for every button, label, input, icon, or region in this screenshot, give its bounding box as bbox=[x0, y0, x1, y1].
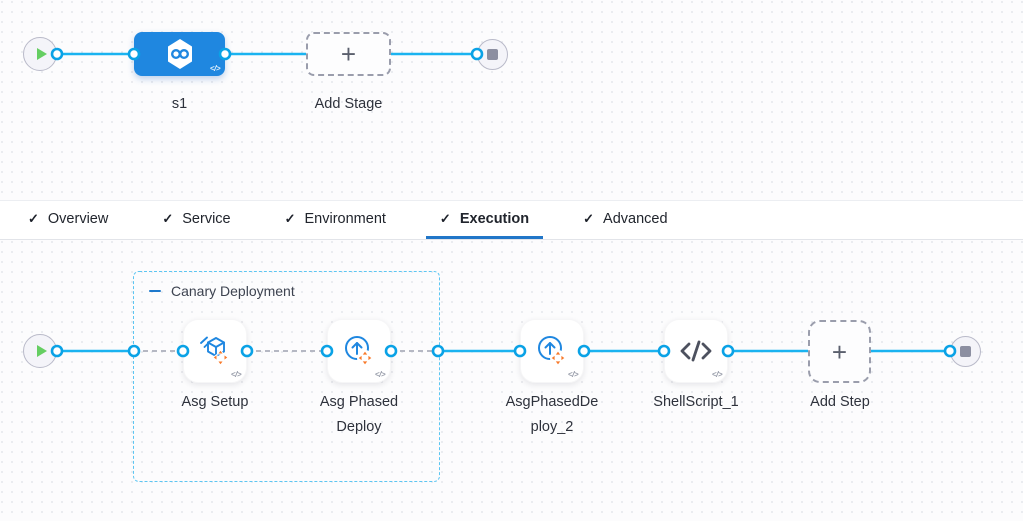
add-stage-label: Add Stage bbox=[314, 96, 383, 112]
play-icon bbox=[36, 345, 47, 357]
check-icon: ✓ bbox=[162, 210, 174, 226]
stage-start-node bbox=[23, 37, 57, 71]
plus-icon: + bbox=[831, 336, 848, 367]
asg-phased-deploy-icon bbox=[538, 336, 566, 366]
execution-start-node bbox=[23, 334, 57, 368]
step-label: Asg Phased Deploy bbox=[319, 394, 399, 435]
stage-config-tabs: ✓ Overview ✓ Service ✓ Environment ✓ Exe… bbox=[0, 200, 1023, 240]
step-group-label: Canary Deployment bbox=[171, 283, 295, 299]
shell-script-icon bbox=[680, 340, 712, 362]
cd-stage-hexagon-icon bbox=[167, 39, 192, 69]
tab-advanced[interactable]: ✓ Advanced bbox=[569, 201, 681, 239]
collapse-icon[interactable] bbox=[149, 289, 161, 293]
check-icon: ✓ bbox=[28, 210, 39, 226]
asg-setup-icon bbox=[200, 336, 229, 366]
stage-label: s1 bbox=[171, 96, 188, 112]
step-label: ShellScript_1 bbox=[653, 394, 739, 410]
step-group-canary-deployment: Canary Deployment bbox=[133, 271, 440, 482]
step-group-header: Canary Deployment bbox=[149, 283, 295, 299]
stage-graph-canvas: </> s1 + Add Stage bbox=[0, 0, 1023, 200]
check-icon: ✓ bbox=[284, 210, 296, 226]
stop-icon bbox=[487, 49, 498, 60]
plus-icon: + bbox=[340, 39, 357, 69]
execution-graph-canvas: Canary Deployment bbox=[0, 240, 1023, 521]
execution-end-node bbox=[950, 336, 981, 367]
asg-phased-deploy-icon bbox=[345, 336, 373, 366]
step-node-shellscript-1[interactable]: </> bbox=[664, 319, 728, 383]
tab-service[interactable]: ✓ Service bbox=[148, 201, 244, 239]
tab-overview[interactable]: ✓ Overview bbox=[14, 201, 122, 239]
stop-icon bbox=[960, 346, 971, 357]
tab-execution[interactable]: ✓ Execution bbox=[425, 201, 544, 239]
tab-label: Environment bbox=[304, 210, 386, 227]
add-stage-button[interactable]: + bbox=[306, 32, 391, 76]
step-node-asg-phased-deploy-2[interactable]: </> bbox=[520, 319, 584, 383]
tab-label: Overview bbox=[47, 210, 109, 227]
tab-environment[interactable]: ✓ Environment bbox=[271, 201, 400, 239]
step-label: AsgPhasedDeploy_2 bbox=[505, 394, 599, 435]
code-badge-icon: </> bbox=[711, 370, 723, 379]
stage-end-node bbox=[477, 39, 508, 70]
tab-label: Execution bbox=[459, 210, 530, 227]
add-step-label: Add Step bbox=[810, 394, 870, 410]
step-node-asg-phased-deploy[interactable]: </> bbox=[327, 319, 391, 383]
add-step-button[interactable]: + bbox=[808, 320, 871, 383]
play-icon bbox=[36, 48, 47, 60]
check-icon: ✓ bbox=[439, 210, 451, 226]
step-label: Asg Setup bbox=[181, 394, 249, 410]
code-badge-icon: </> bbox=[209, 64, 221, 73]
code-badge-icon: </> bbox=[230, 370, 242, 379]
tab-label: Advanced bbox=[603, 210, 668, 227]
step-node-asg-setup[interactable]: </> bbox=[183, 319, 247, 383]
code-badge-icon: </> bbox=[374, 370, 386, 379]
check-icon: ✓ bbox=[583, 210, 595, 226]
tab-label: Service bbox=[182, 210, 231, 227]
stage-node-s1[interactable]: </> bbox=[134, 32, 225, 76]
code-badge-icon: </> bbox=[567, 370, 579, 379]
